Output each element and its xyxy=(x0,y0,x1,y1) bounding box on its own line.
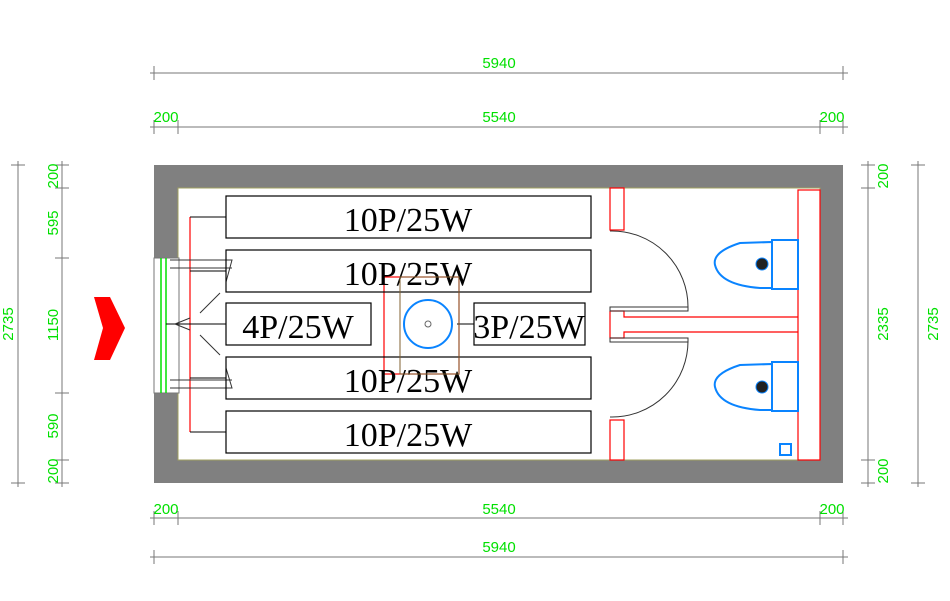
dimension-label: 2335 xyxy=(875,307,892,340)
light-fixture xyxy=(473,302,586,346)
fixture-label: 10P/25W xyxy=(344,363,473,400)
toilet-icon xyxy=(713,361,799,412)
dimension-label: 595 xyxy=(45,210,62,235)
circuit-leads xyxy=(166,216,474,433)
light-fixture xyxy=(225,195,592,239)
dimension-label: 2735 xyxy=(925,307,942,340)
dimension-label: 5540 xyxy=(482,109,515,126)
walls xyxy=(153,165,843,483)
floor-drain-icon xyxy=(779,443,792,456)
dimension-label: 5940 xyxy=(482,539,515,556)
dimension-lines xyxy=(11,66,925,564)
stall-doors xyxy=(609,230,689,418)
toilet-icon xyxy=(713,239,799,290)
entry-arrow-icon xyxy=(94,297,125,360)
dimension-label: 200 xyxy=(875,163,892,188)
dimension-label: 200 xyxy=(45,163,62,188)
fixture-label: 10P/25W xyxy=(344,417,473,454)
dimension-label: 200 xyxy=(153,109,178,126)
light-fixtures xyxy=(225,195,592,454)
dimension-label: 1150 xyxy=(45,309,62,341)
dimension-label: 2735 xyxy=(0,307,17,340)
dimension-label: 5940 xyxy=(482,55,515,72)
dimension-label: 5540 xyxy=(482,501,515,518)
dimension-label: 200 xyxy=(819,109,844,126)
dimension-label: 200 xyxy=(875,458,892,483)
fixture-label: 3P/25W xyxy=(473,309,585,346)
fixture-label: 10P/25W xyxy=(344,256,473,293)
light-fixture xyxy=(225,302,372,346)
dimension-label: 590 xyxy=(45,413,62,438)
dimension-label: 200 xyxy=(153,501,178,518)
fixture-label: 4P/25W xyxy=(242,309,354,346)
light-fixture xyxy=(225,249,592,293)
dimension-label: 200 xyxy=(819,501,844,518)
wash-basin-icon xyxy=(399,276,460,375)
light-fixture xyxy=(225,410,592,454)
fixture-label: 10P/25W xyxy=(344,202,473,239)
light-fixture xyxy=(225,356,592,400)
dimension-label: 200 xyxy=(45,458,62,483)
